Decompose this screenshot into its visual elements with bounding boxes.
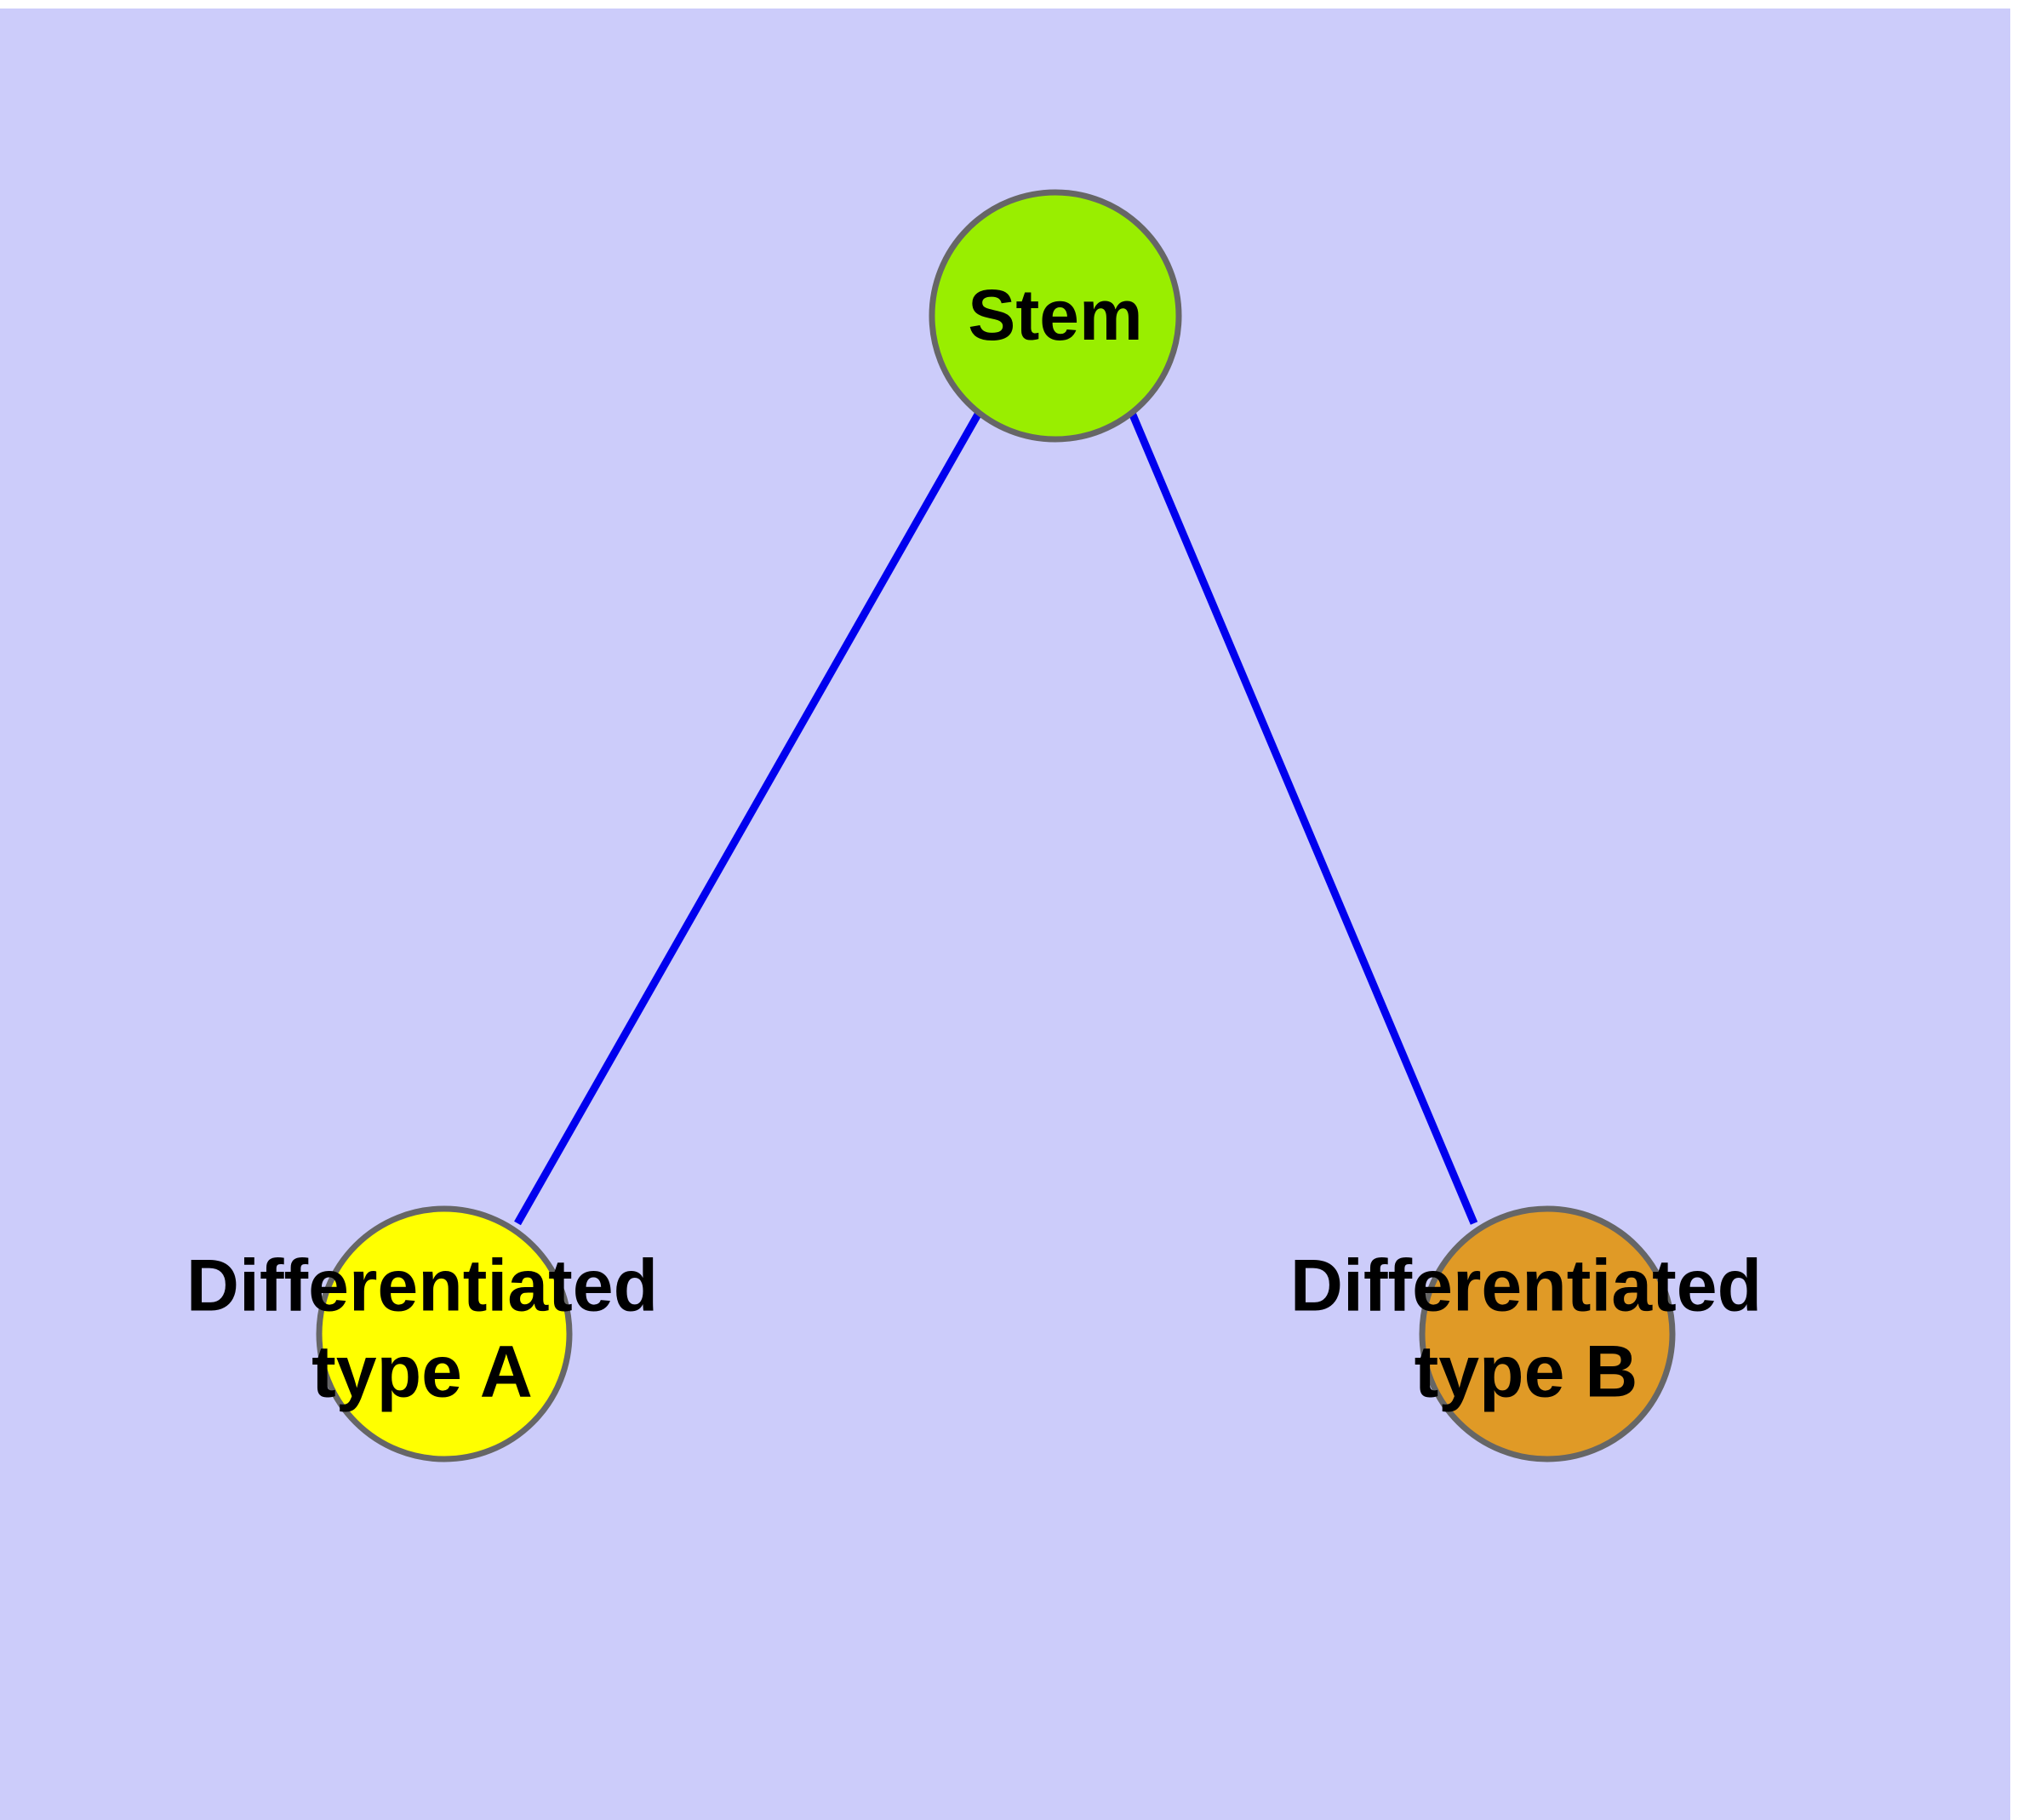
node-stem-label: Stem bbox=[968, 275, 1142, 355]
node-differentiated-type-a-label-line1: Differentiated bbox=[186, 1245, 658, 1327]
node-differentiated-type-a[interactable]: Differentiated type A bbox=[186, 1205, 658, 1462]
edge-stem-to-differentiated-type-b[interactable] bbox=[1128, 411, 1478, 1225]
node-differentiated-type-b[interactable]: Differentiated type B bbox=[1290, 1205, 1762, 1462]
node-differentiated-type-b-circle[interactable] bbox=[1419, 1205, 1676, 1462]
node-differentiated-type-b-label-line1: Differentiated bbox=[1290, 1245, 1762, 1327]
edge-stem-to-differentiated-type-a[interactable] bbox=[514, 410, 982, 1226]
node-differentiated-type-a-circle[interactable] bbox=[316, 1205, 573, 1462]
node-stem[interactable]: Stem bbox=[929, 189, 1182, 443]
node-differentiated-type-b-label-line2: type B bbox=[1415, 1331, 1638, 1413]
node-differentiated-type-a-label-line2: type A bbox=[311, 1331, 533, 1413]
edge-layer bbox=[514, 410, 1478, 1226]
node-stem-circle[interactable] bbox=[929, 189, 1182, 443]
